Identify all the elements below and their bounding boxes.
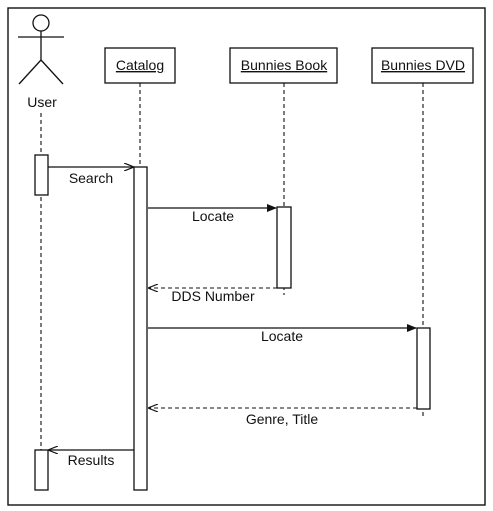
message-results-label: Results bbox=[68, 452, 115, 468]
message-genre-title-label: Genre, Title bbox=[246, 411, 319, 427]
participant-catalog-box bbox=[104, 47, 176, 84]
actor-user-figure bbox=[18, 14, 64, 85]
participant-catalog-label: Catalog bbox=[116, 57, 164, 73]
message-dds-number-label: DDS Number bbox=[171, 288, 255, 304]
participant-book-label: Bunnies Book bbox=[241, 57, 328, 73]
message-locate-book-label: Locate bbox=[192, 208, 234, 224]
message-search-label: Search bbox=[69, 170, 113, 186]
participant-book-box bbox=[229, 47, 338, 84]
diagram-frame bbox=[7, 7, 486, 506]
activation-dvd bbox=[416, 327, 431, 410]
message-locate-dvd-label: Locate bbox=[261, 328, 303, 344]
participant-dvd-label: Bunnies DVD bbox=[381, 57, 465, 73]
activation-catalog bbox=[133, 166, 148, 491]
activation-user-bottom bbox=[34, 449, 49, 491]
actor-user-label: User bbox=[27, 94, 57, 110]
activation-user-top bbox=[34, 154, 49, 196]
activation-book bbox=[276, 206, 292, 289]
participant-dvd-box bbox=[371, 47, 474, 84]
